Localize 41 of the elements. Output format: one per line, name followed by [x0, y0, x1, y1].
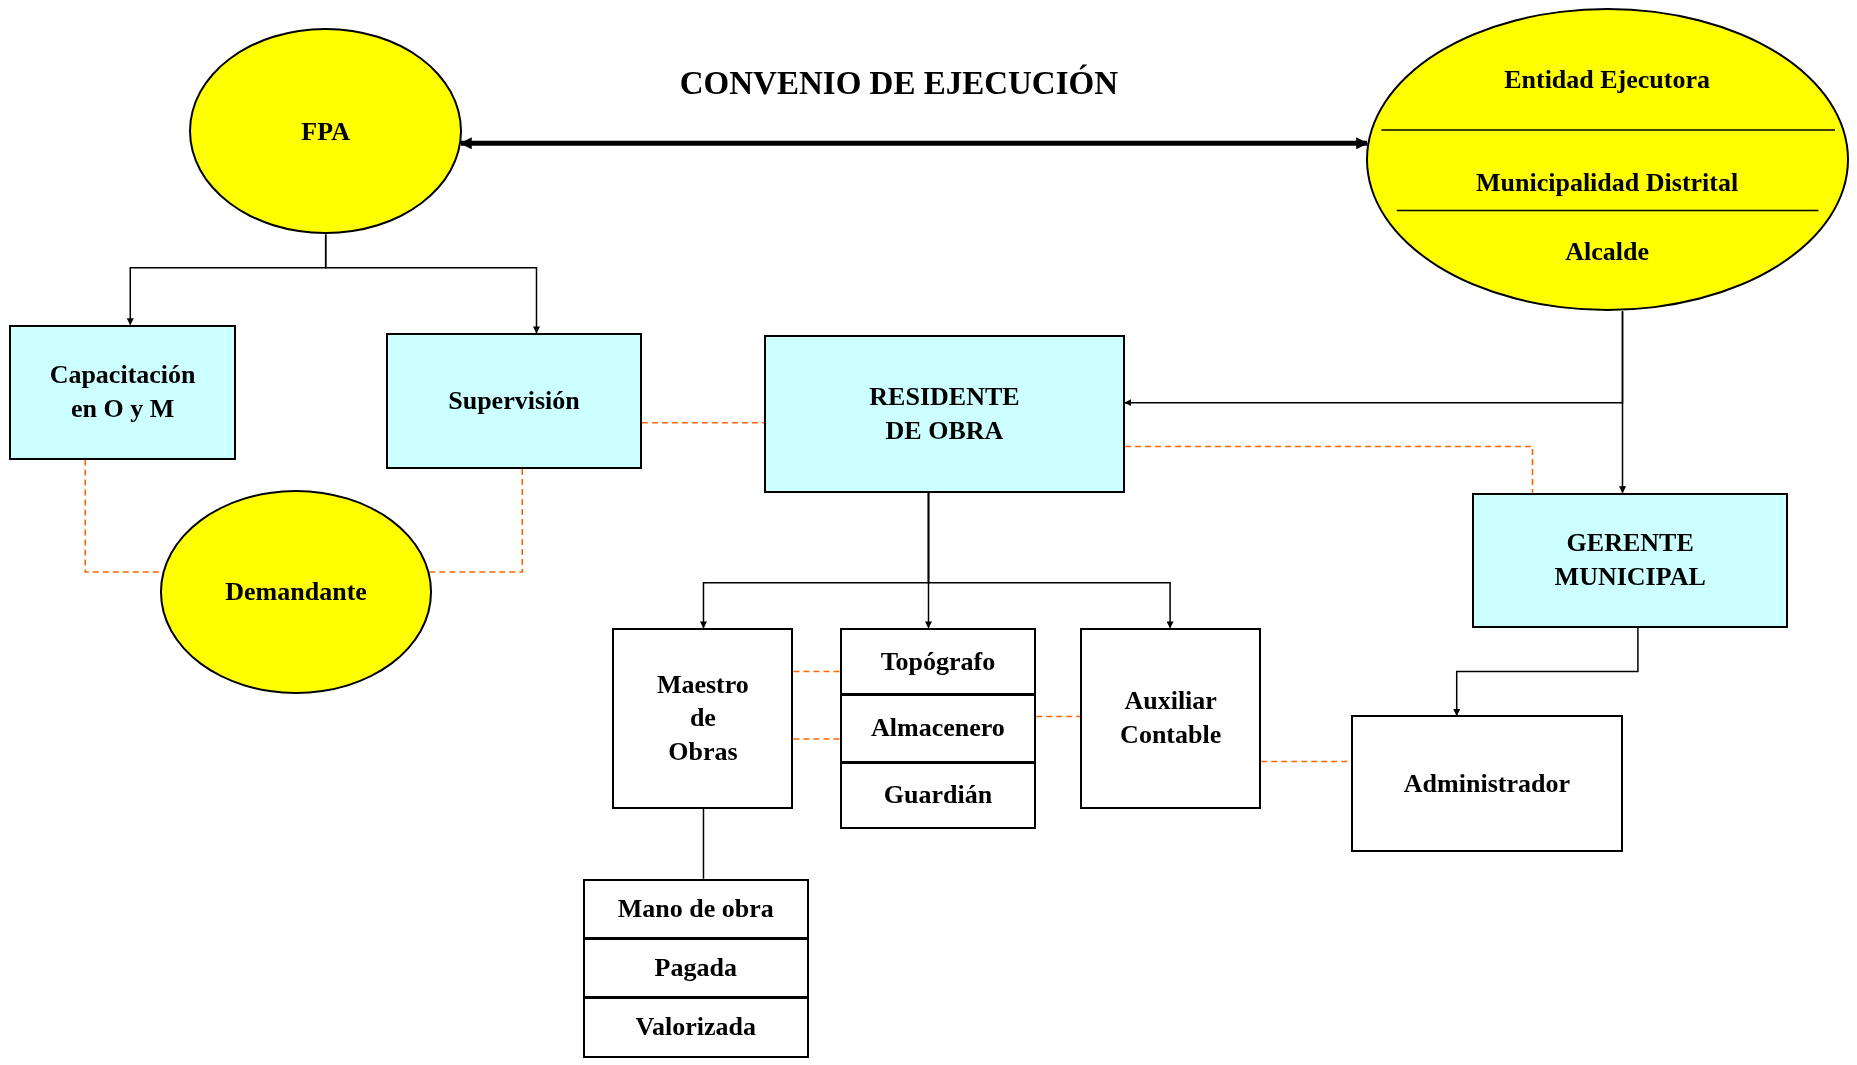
- arrow: [1453, 626, 1639, 717]
- node-label: Maestro de Obras: [656, 668, 749, 769]
- arrow: [927, 491, 1174, 629]
- node-label: Almacenero: [871, 712, 1005, 745]
- node-label: RESIDENTE DE OBRA: [869, 381, 1020, 447]
- dashed-connector: [1035, 715, 1081, 718]
- node-label: Valorizada: [635, 1011, 756, 1044]
- org-box: [763, 335, 1126, 493]
- dashed-connector: [792, 670, 841, 673]
- arrow: [324, 233, 540, 334]
- node-label: Supervisión: [448, 384, 580, 417]
- node-label: Demandante: [225, 576, 367, 609]
- org-box: [582, 878, 809, 940]
- org-box: [9, 324, 236, 460]
- node-label: Entidad Ejecutora: [1504, 64, 1710, 97]
- node-label: GERENTE MUNICIPAL: [1554, 527, 1706, 594]
- node-label: FPA: [301, 115, 350, 148]
- node-label: Topógrafo: [880, 645, 996, 678]
- node-label: Auxiliar Contable: [1120, 685, 1222, 752]
- node-label: Pagada: [654, 952, 737, 985]
- org-box: [612, 627, 794, 809]
- org-box: [1080, 627, 1262, 809]
- dashed-connector: [1124, 445, 1534, 494]
- dashed-connector: [641, 422, 765, 424]
- node-label: Alcalde: [1565, 236, 1649, 268]
- dashed-connector: [792, 738, 841, 740]
- org-box: [1351, 715, 1623, 852]
- node-label: Administrador: [1403, 767, 1570, 800]
- node-label: Municipalidad Distrital: [1476, 167, 1739, 200]
- org-box: [386, 332, 642, 469]
- node-label: Capacitación en O y M: [49, 359, 196, 425]
- org-box: [582, 997, 809, 1058]
- org-box: [1472, 492, 1789, 628]
- node-label: Guardián: [883, 779, 993, 812]
- org-box: [839, 627, 1037, 696]
- org-box: [839, 694, 1037, 763]
- node-label: Mano de obra: [617, 893, 774, 926]
- org-box: [582, 937, 809, 999]
- arrow: [459, 137, 1369, 150]
- arrow: [1619, 310, 1626, 494]
- org-box: [839, 761, 1037, 829]
